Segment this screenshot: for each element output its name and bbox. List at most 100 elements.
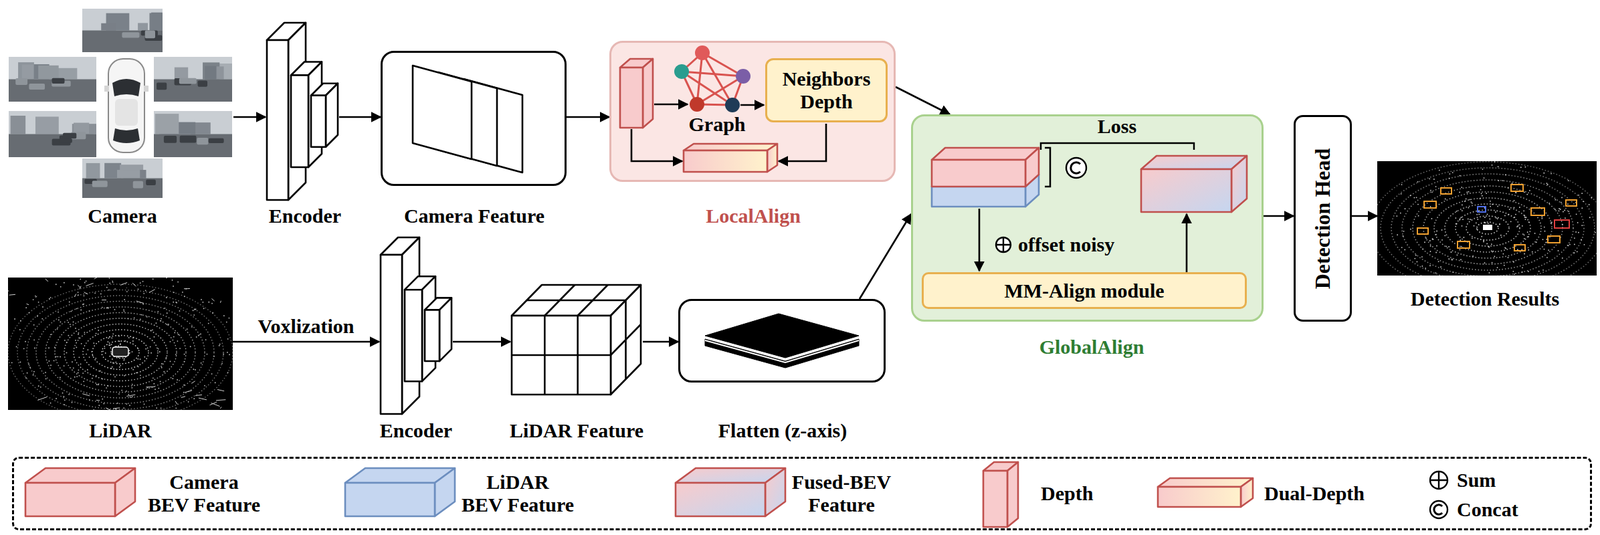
legend-sample bbox=[983, 462, 1019, 528]
illustrated-block: Encoder bbox=[379, 234, 453, 419]
dual-depth-block bbox=[683, 143, 778, 172]
arrow-line bbox=[978, 208, 981, 271]
concat-symbol bbox=[1430, 501, 1448, 519]
grid-line bbox=[511, 354, 611, 357]
grid-line bbox=[610, 324, 641, 356]
illustrated-block: LiDAR bbox=[8, 277, 233, 411]
grid-line bbox=[527, 299, 627, 302]
cuboid-front bbox=[511, 315, 611, 395]
sum-symbol bbox=[1430, 471, 1448, 489]
arrow-line bbox=[654, 103, 688, 106]
fused-bev-block bbox=[1141, 155, 1247, 213]
cuboid-front bbox=[290, 75, 309, 168]
legend-swatch bbox=[674, 466, 788, 521]
cuboid-front bbox=[380, 254, 403, 415]
process-box: Detection Head bbox=[1293, 115, 1352, 322]
graph-vertex bbox=[725, 97, 740, 113]
block-caption: Flatten (z-axis) bbox=[718, 419, 847, 443]
illustrated-block: Encoder bbox=[265, 20, 340, 205]
cuboid-side bbox=[1231, 155, 1247, 213]
box-text: Detection Head bbox=[1311, 147, 1336, 289]
feature-maps bbox=[412, 65, 523, 173]
scan-ring bbox=[101, 341, 140, 364]
voxel-volume bbox=[511, 284, 641, 395]
block-caption: Encoder bbox=[379, 419, 453, 443]
graph-edge bbox=[696, 52, 703, 105]
block-caption: LocalAlign bbox=[705, 204, 801, 228]
edge-label: Voxlization bbox=[256, 315, 357, 338]
legend-swatch bbox=[981, 460, 1029, 530]
arrow-connector bbox=[232, 341, 380, 344]
scan-ring bbox=[1377, 161, 1597, 276]
scan-ring bbox=[1455, 210, 1520, 247]
legend-text: Camera BEV Feature bbox=[147, 470, 261, 516]
legend-swatch bbox=[24, 466, 138, 521]
cuboid-side bbox=[115, 468, 136, 517]
scan-ring bbox=[54, 313, 186, 393]
voxel-grid bbox=[511, 284, 641, 395]
concat-symbol bbox=[1066, 157, 1087, 178]
cuboid-side bbox=[767, 143, 778, 172]
street-photo bbox=[8, 56, 97, 103]
loss-bracket bbox=[1040, 143, 1194, 150]
block-caption: GlobalAlign bbox=[1039, 335, 1145, 359]
process-box: Flatten (z-axis) bbox=[678, 298, 886, 383]
flattened-bev bbox=[705, 313, 859, 368]
legend-swatch bbox=[1156, 476, 1257, 510]
annotation-label: Loss bbox=[1097, 115, 1137, 138]
scan-ring bbox=[1466, 216, 1510, 241]
concat-bracket bbox=[1044, 147, 1051, 187]
legend-swatch bbox=[1427, 468, 1451, 492]
legend-swatch bbox=[1427, 498, 1451, 522]
block-caption: Camera Feature bbox=[404, 204, 545, 228]
cuboid-side bbox=[642, 58, 653, 128]
legend-sample bbox=[1157, 478, 1253, 508]
block-caption: LiDAR bbox=[88, 419, 152, 443]
arrow-line bbox=[740, 104, 764, 107]
cuboid-front bbox=[311, 95, 326, 148]
ego-car bbox=[1482, 224, 1493, 231]
detection-scene bbox=[1377, 161, 1597, 276]
legend-sample bbox=[25, 468, 136, 517]
scan-ring bbox=[64, 318, 177, 387]
cuboid-front bbox=[345, 482, 435, 517]
cameras-illustration bbox=[8, 8, 233, 199]
legend-text: Fused-BEV Feature bbox=[791, 470, 891, 516]
arrow-line bbox=[778, 123, 827, 162]
detection-box bbox=[1531, 208, 1545, 216]
box-text: Neighbors Depth bbox=[773, 67, 880, 113]
process-box: LocalAlignNeighbors Depth bbox=[609, 40, 896, 182]
detection-box bbox=[1424, 201, 1437, 209]
cuboid-side bbox=[325, 83, 338, 148]
planes-illustration bbox=[380, 50, 567, 186]
cuboid-front bbox=[25, 482, 116, 517]
encoder-stack bbox=[380, 237, 452, 415]
cuboid-front bbox=[931, 186, 1026, 207]
cuboid-side bbox=[765, 468, 786, 517]
scan-ring bbox=[1402, 179, 1574, 276]
scan-ring bbox=[111, 347, 130, 359]
scan-ring bbox=[1423, 191, 1552, 265]
arrow-connector bbox=[1351, 215, 1378, 218]
encoder-layer bbox=[311, 83, 338, 148]
legend-text: Dual-Depth bbox=[1264, 482, 1365, 506]
illustrated-block: LiDAR Feature bbox=[510, 280, 643, 398]
slab-highlight bbox=[705, 340, 859, 363]
annotation-label: offset noisy bbox=[1018, 233, 1115, 257]
arrow-line bbox=[631, 129, 683, 162]
block-caption: Detection Results bbox=[1410, 287, 1560, 311]
cuboid-front bbox=[266, 40, 289, 200]
detection-box bbox=[1477, 206, 1486, 213]
feature-map bbox=[412, 65, 472, 160]
cuboid-front bbox=[683, 150, 768, 172]
cuboid-side bbox=[1240, 478, 1253, 508]
cuboid-top bbox=[683, 143, 778, 151]
cuboid-front bbox=[983, 470, 1008, 528]
scan-ring bbox=[1391, 173, 1584, 276]
cuboid-front bbox=[620, 67, 643, 128]
cuboid-side bbox=[439, 297, 452, 362]
graph-vertex bbox=[689, 96, 705, 112]
graph-vertex bbox=[674, 64, 689, 79]
street-photo bbox=[153, 110, 233, 158]
